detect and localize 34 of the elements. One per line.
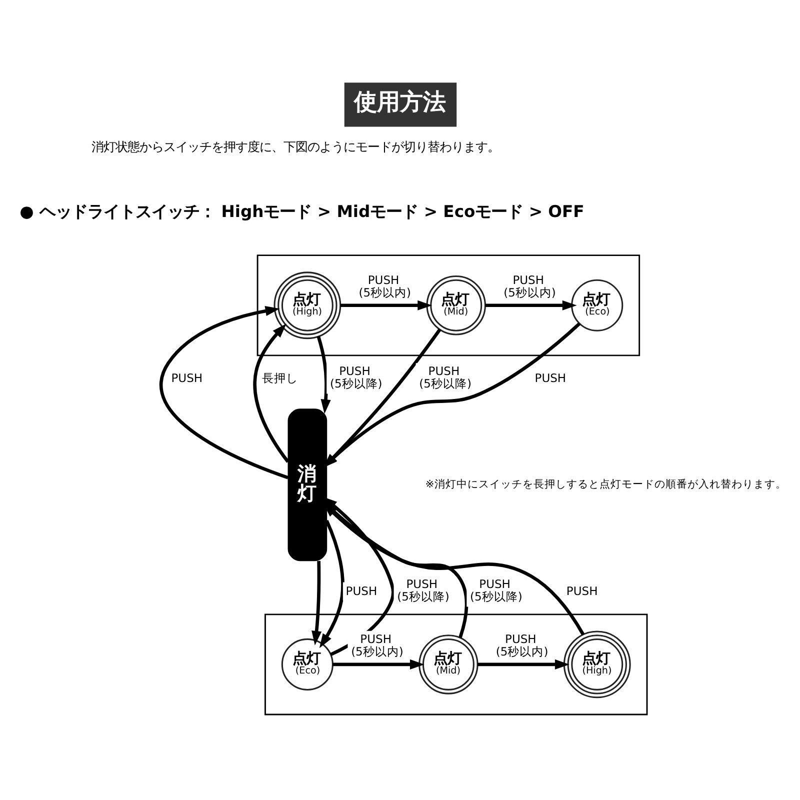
arrow <box>316 335 331 414</box>
edge-label: PUSH <box>566 583 598 598</box>
arrow <box>332 658 424 669</box>
arrow <box>312 560 322 645</box>
node-circle: 点灯 (High) <box>563 630 631 698</box>
arrow <box>253 323 290 462</box>
edge-label: 長押し <box>262 370 298 384</box>
label: 消灯状態からスイッチを押す度に、下図のようにモードが切り替わります。 <box>92 138 500 154</box>
label: ● ヘッドライトスイッチ： Highモード > Midモード > Ecoモード > OFF <box>20 202 584 221</box>
node-circle: 点灯 (Mid) <box>426 275 486 335</box>
arrow <box>485 300 577 310</box>
edge-label: PUSH <box>171 370 203 384</box>
edge-label: PUSH (5秒以降) <box>470 576 522 604</box>
edge-label: PUSH (5秒以降) <box>419 364 472 390</box>
diagram-title: 使用方法 <box>354 89 446 116</box>
cluster <box>264 613 648 715</box>
edge-label: PUSH (5秒以降) <box>330 364 382 390</box>
arrow <box>340 300 432 310</box>
edge-label: PUSH <box>346 583 378 598</box>
edge-label: PUSH (5秒以内) <box>496 631 548 658</box>
edge-label: PUSH (5秒以内) <box>351 631 404 658</box>
label: ※消灯中にスイッチを長押しすると点灯モードの順番が入れ替わります。 <box>425 478 786 490</box>
edge-label: PUSH (5秒以降) <box>397 576 450 604</box>
arrow <box>477 658 570 669</box>
arrow <box>160 306 289 479</box>
edge-label: PUSH (5秒以内) <box>358 272 412 299</box>
node-circle: 点灯 (Mid) <box>418 634 478 694</box>
cluster <box>256 254 640 356</box>
node-box: 消灯 <box>288 408 328 561</box>
arrow <box>319 519 344 648</box>
node-circle: 点灯 (Eco) <box>281 638 334 690</box>
node-circle: 点灯 (Eco) <box>571 278 624 331</box>
edge-label: PUSH <box>534 370 566 384</box>
edge-label: PUSH (5秒以内) <box>504 272 556 299</box>
